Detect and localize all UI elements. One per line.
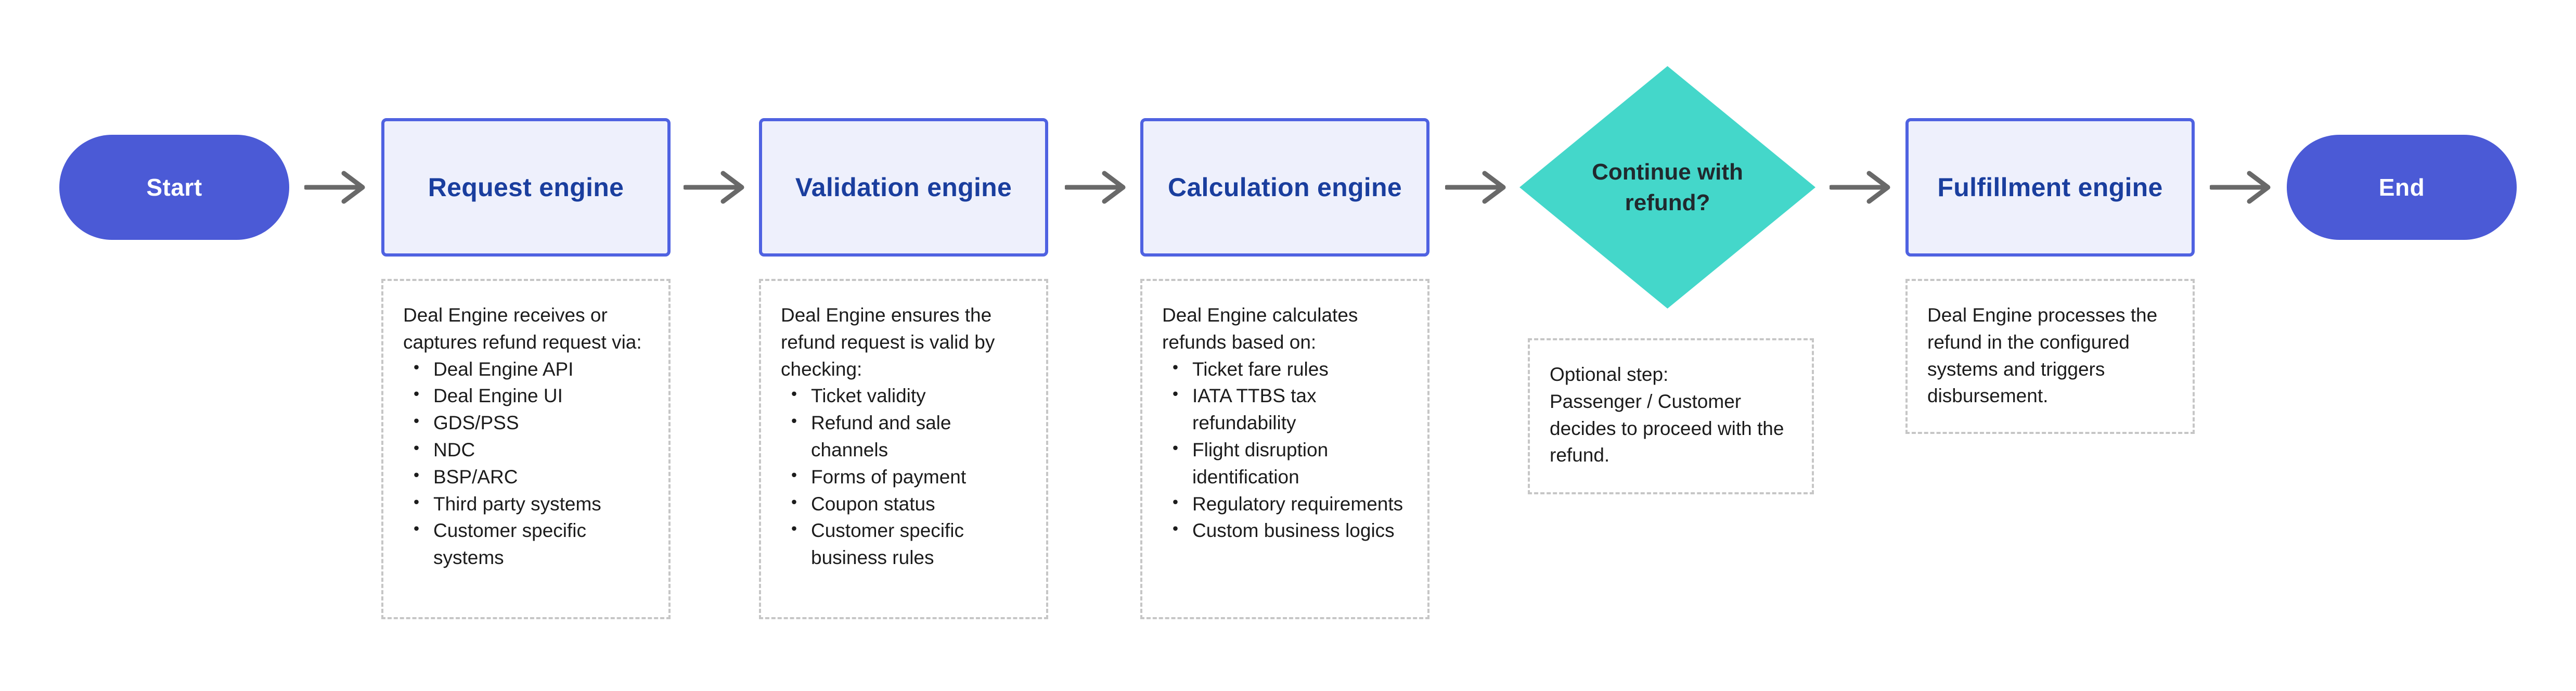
- flow-node-calculation-engine: Calculation engine: [1140, 118, 1429, 257]
- arrow-right-icon: [2210, 171, 2271, 204]
- arrow-right-icon: [684, 171, 744, 204]
- note-fulfillment-engine: Deal Engine processes the refund in the …: [1905, 279, 2195, 434]
- flow-node-end: End: [2287, 135, 2517, 240]
- note-bullet-item: Customer specific business rules: [781, 517, 1026, 571]
- note-bullet-item: Refund and sale channels: [781, 410, 1026, 464]
- note-text: Deal Engine processes the refund in the …: [1927, 304, 2158, 407]
- note-bullet-item: Third party systems: [403, 491, 649, 518]
- note-bullet-item: Custom business logics: [1162, 517, 1408, 544]
- note-text: Passenger / Customer decides to proceed …: [1550, 390, 1784, 466]
- note-bullet-item: Deal Engine API: [403, 356, 649, 383]
- note-bullet-item: Customer specific systems: [403, 517, 649, 571]
- arrow-right-icon: [1830, 171, 1890, 204]
- note-validation-engine: Deal Engine ensures the refund request i…: [759, 279, 1048, 619]
- arrow-right-icon: [1065, 171, 1126, 204]
- note-bullet-item: Flight disruption identification: [1162, 437, 1408, 491]
- note-bullet-list: Deal Engine API Deal Engine UI GDS/PSS N…: [403, 356, 649, 571]
- note-intro: Optional step:: [1550, 364, 1669, 385]
- note-bullet-list: Ticket fare rules IATA TTBS tax refundab…: [1162, 356, 1408, 545]
- note-calculation-engine: Deal Engine calculates refunds based on:…: [1140, 279, 1429, 619]
- validation-engine-label: Validation engine: [795, 173, 1012, 202]
- decision-label: Continue with refund?: [1592, 159, 1743, 215]
- note-bullet-item: GDS/PSS: [403, 410, 649, 437]
- note-bullet-item: Ticket validity: [781, 382, 1026, 410]
- end-label: End: [2378, 174, 2425, 201]
- fulfillment-engine-label: Fulfillment engine: [1937, 173, 2163, 202]
- note-intro: Deal Engine calculates refunds based on:: [1162, 304, 1358, 353]
- note-optional-step: Optional step: Passenger / Customer deci…: [1528, 338, 1814, 494]
- flow-node-continue-with-refund-decision: Continue with refund?: [1519, 66, 1815, 309]
- note-intro: Deal Engine receives or captures refund …: [403, 304, 642, 353]
- flow-node-fulfillment-engine: Fulfillment engine: [1905, 118, 2195, 257]
- note-bullet-item: BSP/ARC: [403, 464, 649, 491]
- note-intro: Deal Engine ensures the refund request i…: [781, 304, 995, 380]
- note-bullet-item: IATA TTBS tax refundability: [1162, 382, 1408, 437]
- arrow-right-icon: [304, 171, 365, 204]
- flow-node-start: Start: [59, 135, 289, 240]
- request-engine-label: Request engine: [428, 173, 624, 202]
- note-bullet-item: NDC: [403, 437, 649, 464]
- arrow-right-icon: [1445, 171, 1506, 204]
- note-request-engine: Deal Engine receives or captures refund …: [381, 279, 671, 619]
- note-bullet-item: Ticket fare rules: [1162, 356, 1408, 383]
- flow-node-validation-engine: Validation engine: [759, 118, 1048, 257]
- start-label: Start: [146, 174, 202, 201]
- note-bullet-item: Coupon status: [781, 491, 1026, 518]
- calculation-engine-label: Calculation engine: [1168, 173, 1402, 202]
- note-bullet-item: Deal Engine UI: [403, 382, 649, 410]
- note-bullet-item: Forms of payment: [781, 464, 1026, 491]
- note-bullet-list: Ticket validity Refund and sale channels…: [781, 382, 1026, 571]
- note-bullet-item: Regulatory requirements: [1162, 491, 1408, 518]
- flow-node-request-engine: Request engine: [381, 118, 671, 257]
